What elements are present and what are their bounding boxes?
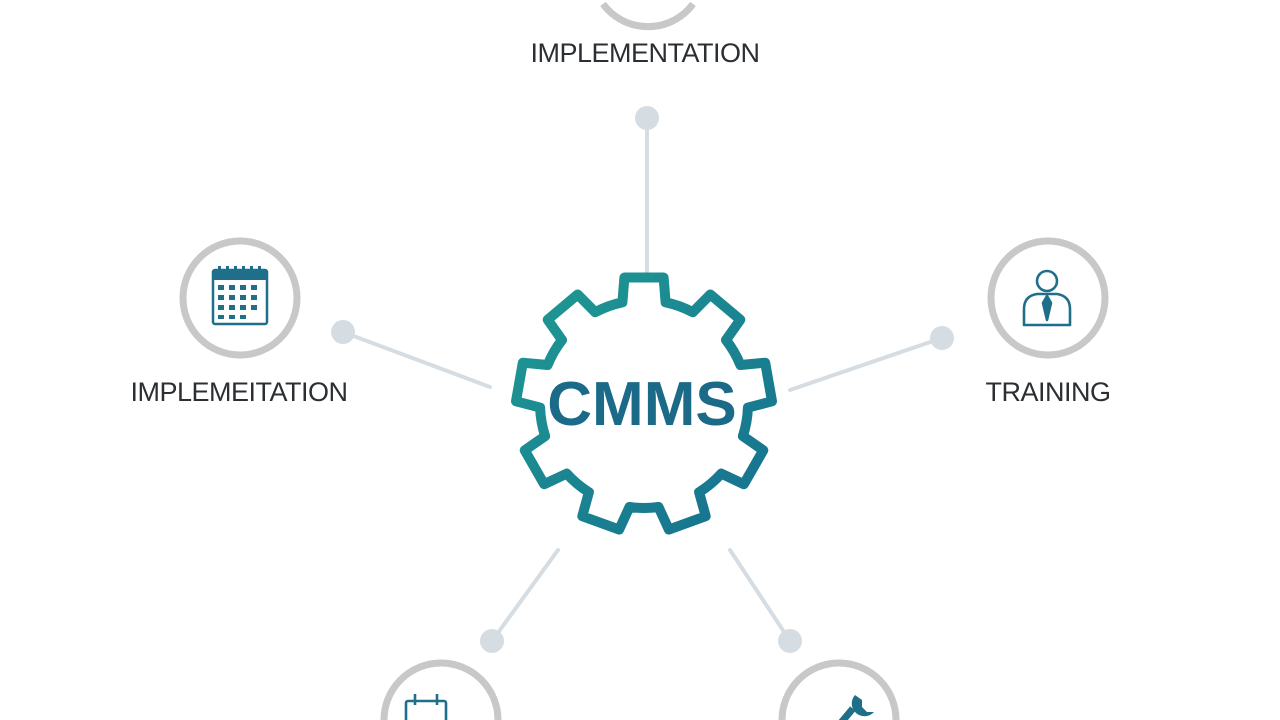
connector-dot-top — [635, 106, 659, 130]
connector-bottom-left — [490, 548, 560, 643]
connectors — [331, 106, 954, 653]
connector-left — [341, 330, 492, 389]
node-right — [987, 237, 1109, 359]
node-ring-top — [600, 1, 696, 31]
connector-dot-bottom-left — [480, 629, 504, 653]
node-top — [600, 1, 696, 31]
connector-dot-left — [331, 320, 355, 344]
gear-icon — [511, 272, 777, 535]
node-left — [179, 237, 301, 359]
connector-dot-right — [930, 326, 954, 350]
node-ring-bottom-right — [778, 659, 900, 720]
connector-dot-bottom-right — [778, 629, 802, 653]
center-label: CMMS — [547, 370, 736, 439]
node-ring-bottom-left — [380, 659, 502, 720]
connector-right — [788, 336, 944, 392]
calendar-grid-icon — [211, 266, 269, 326]
node-label-left: IMPLEMEITATION — [130, 377, 348, 407]
calendar-icon — [404, 694, 448, 720]
person-tie-icon — [1022, 269, 1072, 327]
cmms-gear — [511, 272, 777, 535]
node-bottom-left — [380, 659, 502, 720]
node-label-right: TRAINING — [985, 377, 1111, 407]
node-label-top: IMPLEMENTATION — [530, 38, 760, 68]
wrench-icon — [837, 695, 874, 720]
node-bottom-right — [778, 659, 900, 720]
connector-bottom-right — [728, 548, 792, 643]
